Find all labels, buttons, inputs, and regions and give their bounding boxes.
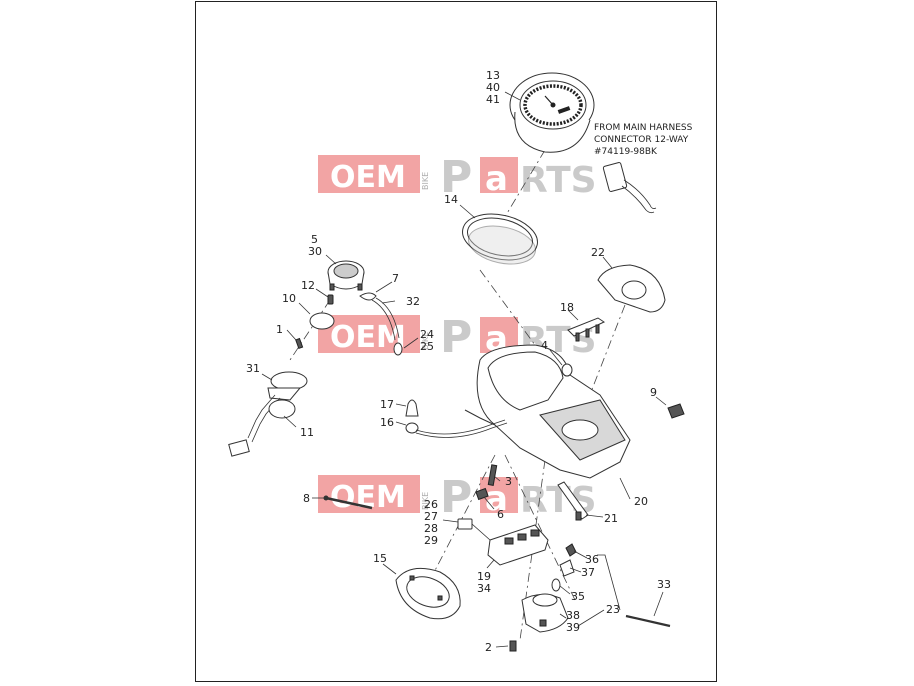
speedometer[interactable] <box>509 72 595 153</box>
switch-module-19[interactable] <box>487 524 549 566</box>
callout-14: 14 <box>444 193 458 206</box>
clip-36[interactable] <box>565 543 577 557</box>
harness-note: FROM MAIN HARNESS CONNECTOR 12-WAY #7411… <box>594 123 693 157</box>
fuel-sender[interactable] <box>228 371 308 457</box>
callout-41: 41 <box>486 93 500 106</box>
svg-text:P: P <box>440 152 472 203</box>
callout-39: 39 <box>566 621 580 634</box>
callout-31: 31 <box>246 362 260 375</box>
o-ring-10[interactable] <box>309 312 335 330</box>
tie-strap-33[interactable] <box>625 614 671 628</box>
svg-text:OEM: OEM <box>330 320 406 355</box>
callout-8: 8 <box>303 492 310 505</box>
callout-5: 5 <box>311 233 318 246</box>
watermark-middle: OEM BIKE P a RTS <box>318 312 597 363</box>
tie-strap-8[interactable] <box>323 495 373 510</box>
callout-29: 29 <box>424 534 438 547</box>
screw-2[interactable] <box>509 640 517 652</box>
callout-17: 17 <box>380 398 394 411</box>
svg-text:BIKE: BIKE <box>421 492 430 510</box>
plate-22[interactable] <box>597 264 666 313</box>
gasket-ring[interactable] <box>458 208 541 270</box>
bracket-37[interactable] <box>559 559 575 577</box>
grommet-7[interactable] <box>359 292 377 301</box>
callout-19: 19 <box>477 570 491 583</box>
svg-text:OEM: OEM <box>330 160 406 195</box>
callout-4: 4 <box>541 339 548 352</box>
callout-15: 15 <box>373 552 387 565</box>
callout-2: 2 <box>485 641 492 654</box>
callout-33: 33 <box>657 578 671 591</box>
callout-27: 27 <box>424 510 438 523</box>
svg-text:OEM: OEM <box>330 480 406 515</box>
diagram-frame <box>195 1 717 682</box>
svg-text:P: P <box>440 472 472 523</box>
callout-13: 13 <box>486 69 500 82</box>
leader-lines <box>261 91 667 648</box>
screw-1[interactable] <box>295 337 304 350</box>
lamp-35[interactable] <box>551 578 561 592</box>
callout-22: 22 <box>591 246 605 259</box>
callout-7: 7 <box>392 272 399 285</box>
callout-3: 3 <box>505 475 512 488</box>
callout-23: 23 <box>606 603 620 616</box>
callout-28: 28 <box>424 522 438 535</box>
svg-text:a: a <box>485 159 508 199</box>
indicator-lamp[interactable] <box>405 399 508 438</box>
console-housing[interactable] <box>464 344 631 479</box>
callout-6: 6 <box>497 508 504 521</box>
callout-37: 37 <box>581 566 595 579</box>
callout-24: 24 <box>420 328 434 341</box>
callout-25: 25 <box>420 340 434 353</box>
harness-connector[interactable] <box>602 162 657 214</box>
callout-21: 21 <box>604 512 618 525</box>
note-line-1: FROM MAIN HARNESS <box>594 123 693 133</box>
fuel-gauge[interactable] <box>327 260 365 291</box>
clip-12[interactable] <box>327 294 334 305</box>
note-line-3: #74119-98BK <box>594 147 658 157</box>
callout-labels: 13 40 41 14 5 30 7 12 10 32 1 24 25 22 1… <box>246 69 671 654</box>
callout-10: 10 <box>282 292 296 305</box>
callout-35: 35 <box>571 590 585 603</box>
bracket-18[interactable] <box>567 317 606 342</box>
callout-11: 11 <box>300 426 314 439</box>
connector-6[interactable] <box>475 487 489 501</box>
callout-36: 36 <box>585 553 599 566</box>
callout-16: 16 <box>380 416 394 429</box>
svg-text:BIKE: BIKE <box>421 172 430 190</box>
svg-text:RTS: RTS <box>520 160 597 201</box>
callout-9: 9 <box>650 386 657 399</box>
watermark-top: OEM BIKE P a RTS <box>318 152 597 203</box>
callout-26: 26 <box>424 498 438 511</box>
clip-9[interactable] <box>667 403 685 419</box>
watermark-bottom: OEM BIKE P a RTS <box>318 472 597 523</box>
callout-30: 30 <box>308 245 322 258</box>
note-line-2: CONNECTOR 12-WAY <box>594 135 689 145</box>
svg-text:BIKE: BIKE <box>421 332 430 350</box>
callout-18: 18 <box>560 301 574 314</box>
stud-3[interactable] <box>487 464 498 486</box>
harness-32[interactable] <box>371 297 403 356</box>
callout-1: 1 <box>276 323 283 336</box>
svg-text:a: a <box>485 479 508 519</box>
callout-12: 12 <box>301 279 315 292</box>
bezel-15[interactable] <box>395 567 461 620</box>
callout-20: 20 <box>634 495 648 508</box>
callout-34: 34 <box>477 582 491 595</box>
callout-38: 38 <box>566 609 580 622</box>
callout-40: 40 <box>486 81 500 94</box>
svg-text:P: P <box>440 312 472 363</box>
connector-26[interactable] <box>457 518 491 541</box>
ignition-switch[interactable] <box>521 593 569 633</box>
callout-32: 32 <box>406 295 420 308</box>
